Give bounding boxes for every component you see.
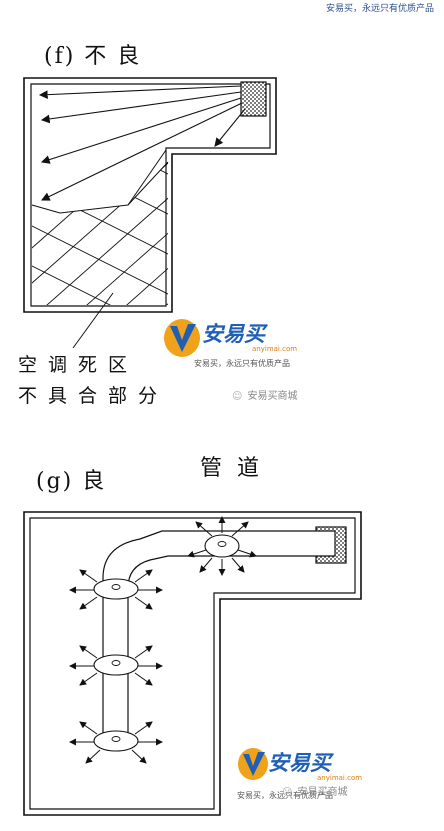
- brand-name: 安易买: [202, 322, 265, 346]
- room-g-inner-wall: [29, 517, 356, 810]
- airflow-arrow: [40, 97, 242, 164]
- dead-zone-caption-line2: 不具合部分: [18, 385, 169, 407]
- caption-leader: [72, 292, 114, 349]
- airflow-arrow: [40, 91, 242, 124]
- brand-name: 安易买: [268, 751, 331, 775]
- wechat-account-name: 安易买商城: [247, 391, 298, 402]
- room-f-outer-wall: [23, 77, 277, 313]
- wechat-account-name: 安易买商城: [297, 787, 348, 798]
- ac-unit-f: [240, 81, 267, 117]
- dead-zone-boundary: [31, 161, 169, 214]
- watermark-logo-1: 安易买 anyimai.com 安易买，永远只有优质产品: [160, 312, 330, 402]
- figure-g-label: (g) 良: [36, 469, 107, 494]
- brand-slogan: 安易买，永远只有优质产品: [194, 359, 290, 368]
- watermark-logo-2: 安易买 anyimai.com 安易买，永远只有优质产品: [235, 742, 425, 822]
- figure-f-label: (f) 不 良: [44, 44, 142, 69]
- duct-label: 管 道: [200, 456, 263, 481]
- air-duct: [102, 530, 336, 739]
- wechat-watermark-1: ☺ 安易买商城: [232, 384, 298, 403]
- brand-logo-icon: [238, 748, 268, 780]
- brand-slogan: 安易买，永远只有优质产品: [237, 791, 333, 800]
- brand-logo-icon: [164, 319, 200, 357]
- room-f-inner-wall: [30, 83, 271, 307]
- brand-url: anyimai.com: [317, 774, 363, 782]
- header-slogan: 安易买，永远只有优质产品: [325, 4, 434, 14]
- dead-zone-caption-line1: 空调死区: [18, 354, 139, 376]
- wechat-icon: ☺: [232, 391, 243, 402]
- diffusion-arrows: [69, 516, 257, 764]
- dead-zone-boundary: [127, 149, 167, 206]
- airflow-arrow: [38, 85, 242, 100]
- wechat-watermark-2: ☺ 安易买商城: [282, 780, 348, 799]
- airflow-arrow: [41, 102, 243, 201]
- wechat-icon: ☺: [282, 787, 293, 798]
- brand-url: anyimai.com: [252, 345, 298, 353]
- room-g-outer-wall: [23, 511, 362, 816]
- airflow-arrow: [214, 108, 246, 147]
